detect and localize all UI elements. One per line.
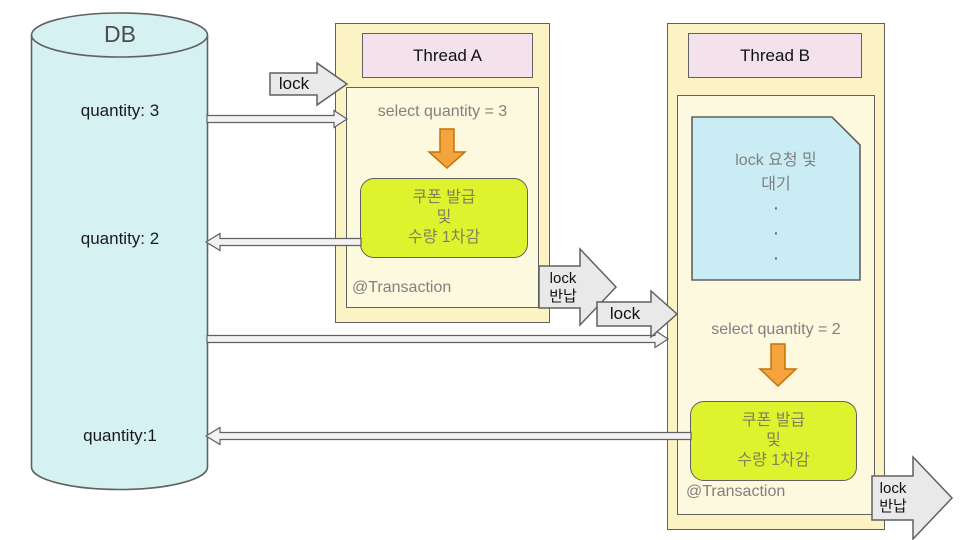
thread-a-action-line: 및: [436, 209, 452, 226]
db-label: DB: [104, 21, 136, 47]
thread-a-transaction-label: @Transaction: [352, 279, 452, 296]
wait-dot: ·: [772, 222, 780, 244]
thread-a-action-line: 수량 1차감: [407, 229, 481, 246]
wait-note-dots: · · ·: [692, 196, 860, 271]
db-quantity-row-1: quantity: 3: [80, 101, 160, 120]
thread-b-action-line: 수량 1차감: [737, 452, 810, 469]
db-quantity-row-2: quantity: 2: [80, 229, 160, 248]
wait-note-line-2: 대기: [761, 176, 791, 193]
lock-acquire-b-label: lock: [609, 304, 641, 323]
thread-a-select-text: select quantity = 3: [377, 103, 508, 120]
thread-b-title: Thread B: [740, 45, 810, 65]
thread-a-title: Thread A: [413, 45, 482, 65]
wait-dot: ·: [772, 197, 780, 219]
lock-release-b-label-line1: lock: [879, 480, 907, 497]
db-to-thread-b-arrow: [206, 329, 670, 349]
lock-release-a-label: lock 반납: [534, 270, 592, 306]
thread-b-select-text: select quantity = 2: [711, 321, 841, 338]
lock-release-b-label: lock 반납: [864, 480, 922, 516]
thread-b-to-db-arrow: [204, 426, 692, 446]
thread-b-action-line: 쿠폰 발급: [741, 412, 806, 429]
db-to-thread-a-arrow: [206, 109, 349, 129]
thread-a-header: Thread A: [362, 33, 533, 78]
thread-b-action-line: 및: [766, 432, 781, 449]
db-quantity-row-3: quantity:1: [83, 426, 157, 445]
thread-a-action-line: 쿠폰 발급: [412, 189, 476, 206]
lock-release-a-label-line2: 반납: [549, 288, 577, 305]
thread-b-header: Thread B: [688, 33, 862, 78]
lock-acquire-a-label: lock: [278, 74, 310, 93]
thread-b-transaction-label: @Transaction: [686, 483, 786, 500]
wait-note-line-1: lock 요청 및: [735, 152, 817, 169]
thread-b-action-box: 쿠폰 발급 및 수량 1차감: [690, 401, 857, 481]
lock-release-b-label-line2: 반납: [879, 498, 907, 515]
thread-a-action-box: 쿠폰 발급 및 수량 1차감: [360, 178, 528, 258]
wait-dot: ·: [772, 247, 780, 269]
lock-release-a-label-line1: lock: [549, 270, 577, 287]
